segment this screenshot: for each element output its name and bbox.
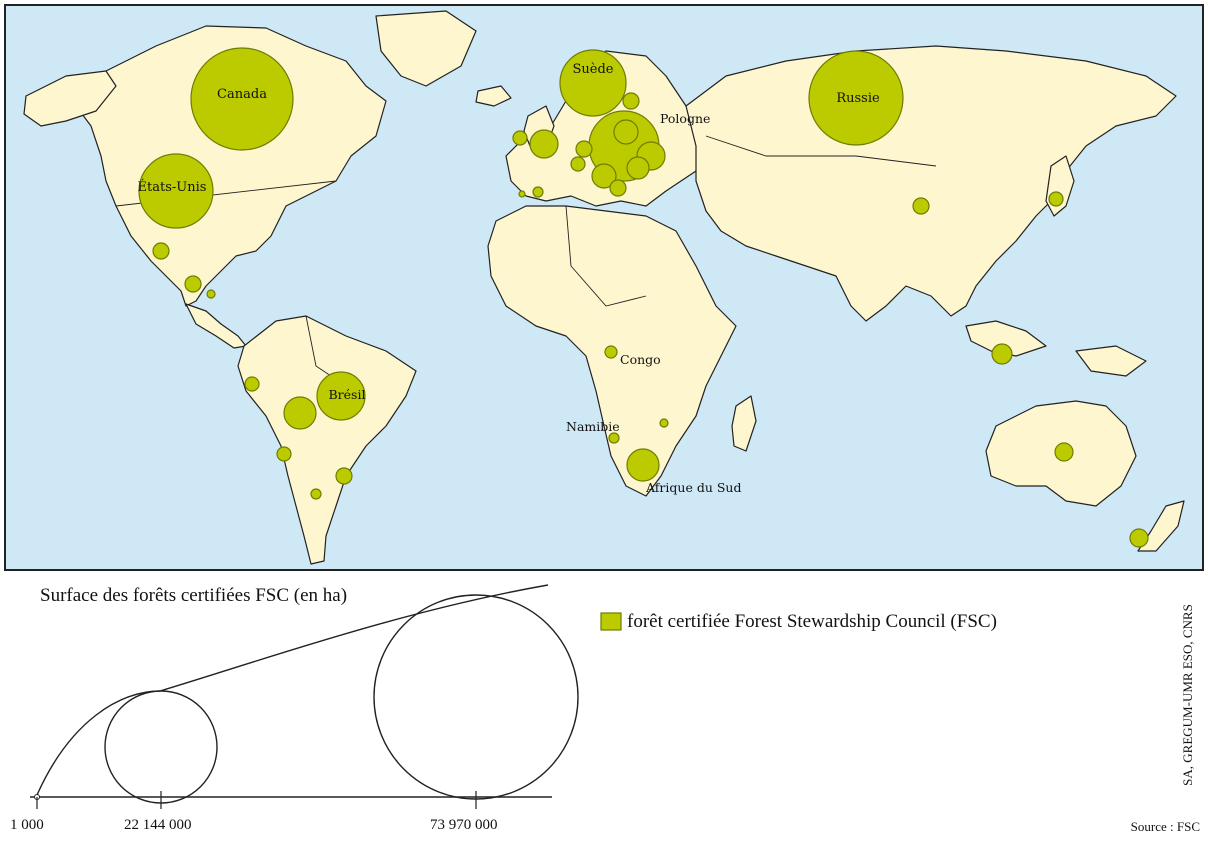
land-new-zealand [1137,500,1185,552]
land-south-america [237,315,417,565]
land-iceland [475,85,512,107]
legend-circle-large [373,594,579,800]
fsc-circle-switzerland [570,156,586,172]
fsc-circle-usa [138,153,214,229]
fsc-circles [138,47,1149,548]
label-russie: Russie [836,91,880,106]
land-greenland [375,10,477,87]
label-bresil: Brésil [329,387,366,402]
fsc-circle-portugal [518,190,526,198]
legend-panel: Surface des forêts certifiées FSC (en ha… [10,584,997,833]
fsc-circle-namibia [608,432,620,444]
legend-tick-label-3: 73 970 000 [430,817,498,833]
fsc-circle-australia [1054,442,1074,462]
land-indonesia [965,320,1047,357]
border-russia [705,135,937,167]
label-congo: Congo [620,352,661,367]
fsc-circle-ukraine [626,156,650,180]
land-madagascar [731,395,757,452]
fsc-circle-uruguay [335,467,353,485]
fsc-circle-canada [190,47,294,151]
fsc-circle-romania [609,179,627,197]
source-note: Source : FSC [1130,819,1200,834]
fsc-circle-peru [244,376,260,392]
fsc-circle-latvia [613,119,639,145]
fsc-circle-new-zealand [1129,528,1149,548]
label-namibie: Namibie [566,419,620,434]
fsc-circle-ireland [512,130,528,146]
label-usa: États-Unis [138,179,207,195]
legend-scale-curve [36,584,549,796]
border-africa [565,205,647,307]
label-afrique-du-sud: Afrique du Sud [645,480,741,495]
fsc-circle-uk [529,129,559,159]
fsc-circle-japan [1048,191,1064,207]
fsc-circle-bolivia [283,396,317,430]
fsc-circle-chile [276,446,292,462]
world-map: Canada États-Unis Suède Pologne Russie B… [4,4,1204,571]
fsc-circle-south-africa [626,448,660,482]
legend-tick-label-1: 1 000 [10,817,44,833]
credit-text: SA, GREGUM-UMR ESO, CNRS [1180,604,1195,786]
fsc-circle-spain [532,186,544,198]
fsc-circle-china [912,197,930,215]
label-pologne: Pologne [660,111,710,126]
credit-vertical: SA, GREGUM-UMR ESO, CNRS [1168,580,1208,810]
label-suede: Suède [573,62,614,77]
fsc-circle-germany [575,140,593,158]
label-canada: Canada [217,87,267,102]
land-new-guinea [1075,345,1147,377]
fsc-circle-zimbabwe [659,418,669,428]
fsc-circle-brazil [316,371,366,421]
fsc-circle-russia [808,50,904,146]
legend-circle-medium [104,690,218,804]
legend-swatch-fsc [600,612,622,631]
fsc-circle-malaysia [991,343,1013,365]
legend-tick-label-2: 22 144 000 [124,817,192,833]
fsc-circle-guatemala [184,275,202,293]
fsc-circle-mexico [152,242,170,260]
fsc-circle-congo [604,345,618,359]
map-canvas: Canada États-Unis Suède Pologne Russie B… [23,10,1185,565]
legend-scale-title: Surface des forêts certifiées FSC (en ha… [40,585,347,606]
fsc-circle-hungary [591,163,617,189]
fsc-circle-argentina [310,488,322,500]
land-alaska [23,70,117,127]
fsc-circle-sweden [559,49,627,117]
land-central-america [185,303,247,349]
fsc-circle-honduras [206,289,216,299]
legend-item-label: forêt certifiée Forest Stewardship Counc… [627,611,997,632]
fsc-circle-finland [622,92,640,110]
land-asia [685,45,1177,322]
